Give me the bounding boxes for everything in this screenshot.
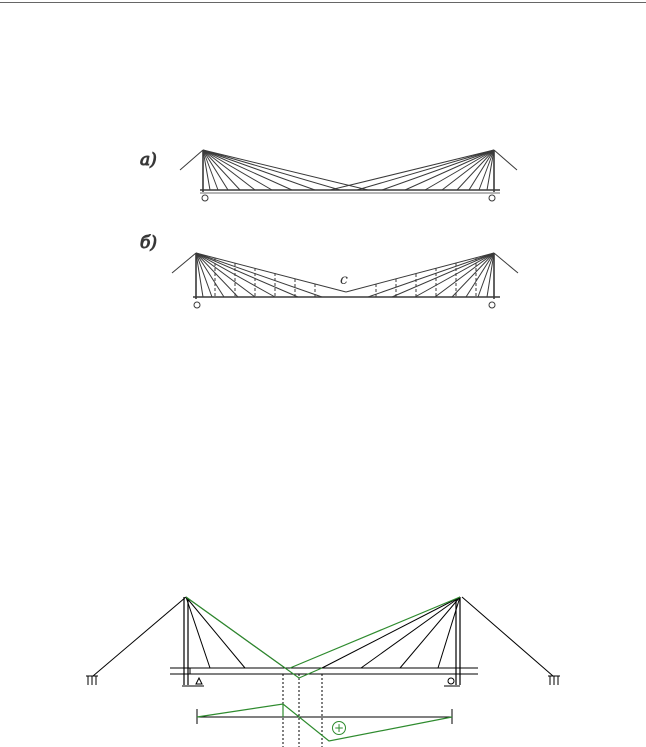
green-stay-left [185, 596, 323, 679]
backstay-left [92, 596, 187, 677]
projection-lines [282, 674, 323, 747]
support-a-right [488, 194, 496, 202]
backstay-b-left [171, 252, 197, 274]
support-a-left [201, 194, 209, 202]
anchor-right [548, 675, 560, 685]
support-left-pin [182, 676, 204, 687]
chord-b-right [345, 252, 495, 293]
deck-girder [189, 667, 457, 675]
influence-lines [185, 596, 461, 742]
anchor-left [86, 675, 98, 685]
support-right-roller [444, 677, 460, 687]
support-b-right [488, 301, 496, 309]
stay-fan-a-right [329, 149, 495, 191]
green-stay-right [289, 596, 461, 669]
midpoint-label: с [340, 272, 348, 288]
support-b-left [193, 301, 201, 309]
positive-sign: + [332, 721, 346, 735]
stays-right [321, 596, 461, 669]
chord-b-left [195, 252, 347, 293]
stay-fan-b-right [367, 252, 495, 298]
backstay-a-right [493, 149, 518, 171]
influence-line [196, 703, 453, 742]
part-a-label: а) [140, 150, 157, 170]
plus-circle-icon [332, 721, 346, 735]
cable-stayed-scheme-a: а) [140, 149, 518, 202]
backstay-a-left [179, 149, 204, 171]
part-b-label: б) [140, 233, 157, 253]
page-top-rule [0, 2, 646, 3]
cable-stayed-bridge-schematic [86, 596, 560, 747]
verticals-b [214, 258, 477, 297]
backstay-right [461, 596, 554, 677]
cable-stayed-scheme-b: б) с [140, 233, 519, 309]
backstay-b-right [493, 252, 519, 274]
sign-label: + [334, 721, 344, 735]
stay-fan-a-left [202, 149, 369, 191]
